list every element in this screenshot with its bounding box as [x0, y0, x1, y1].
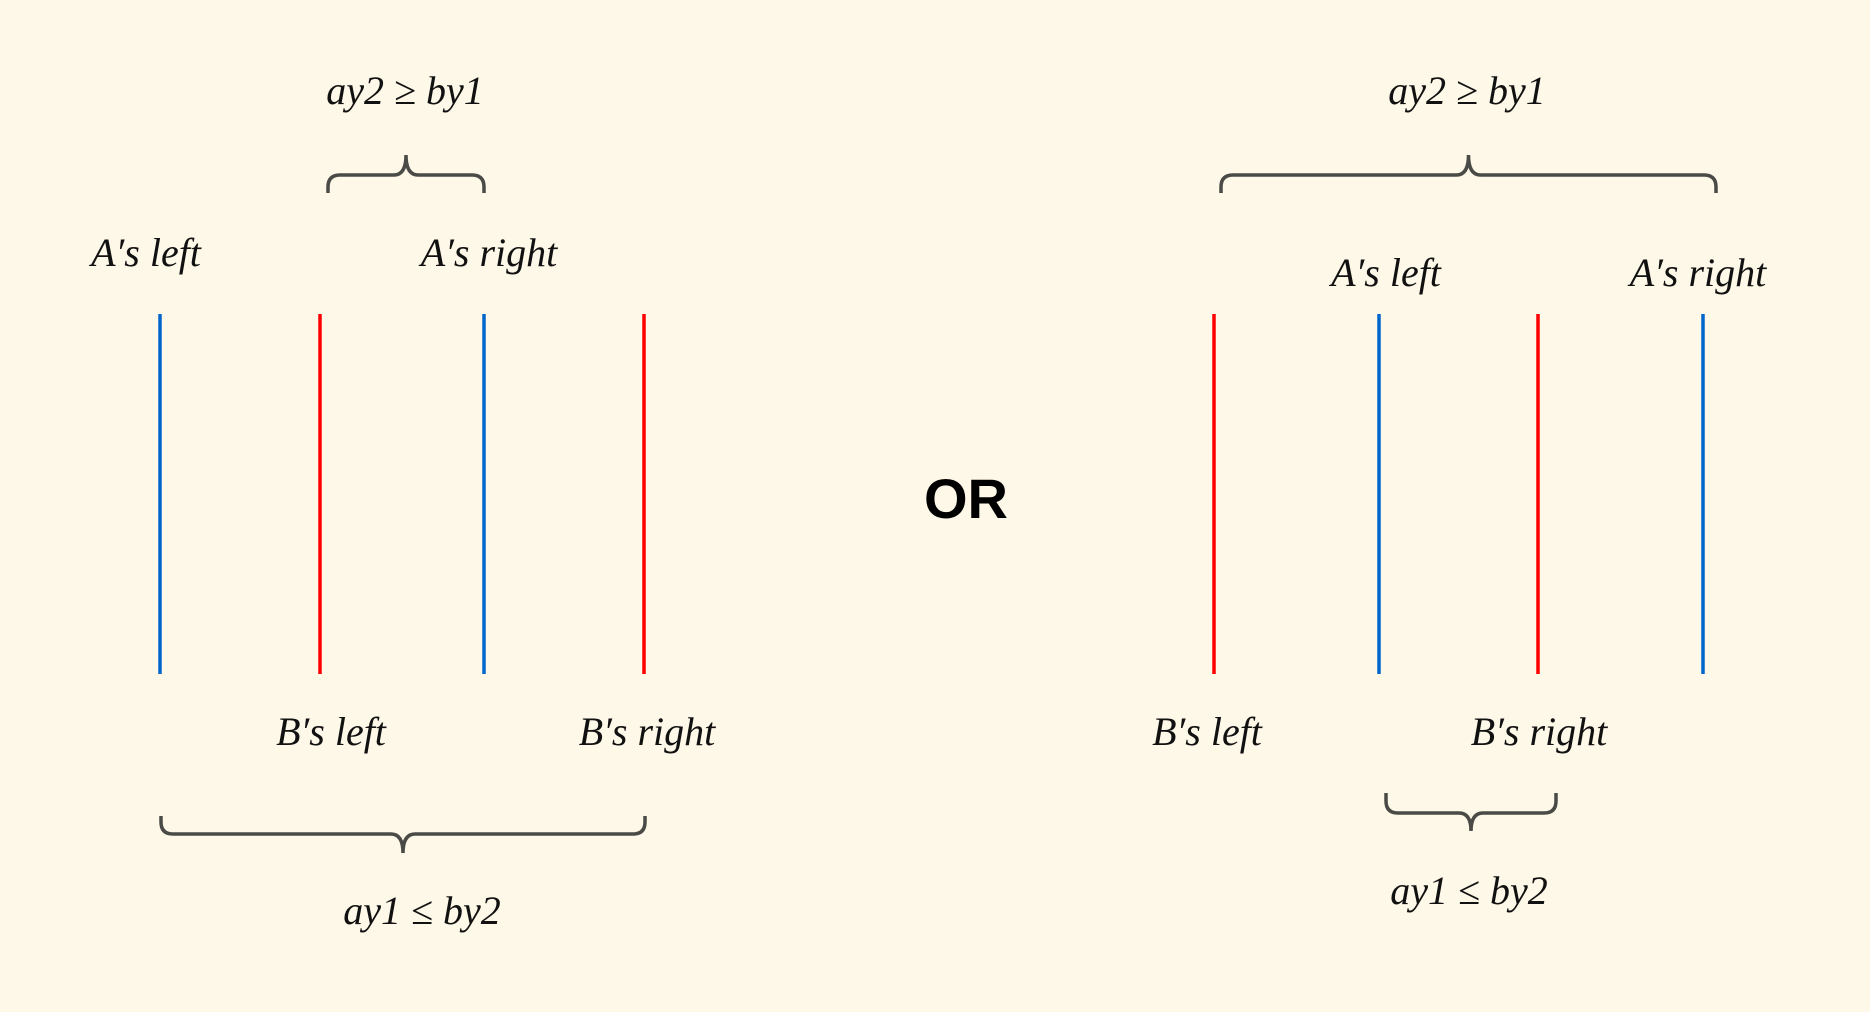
right-top-condition: ay2 ≥ by1: [1388, 68, 1545, 113]
right-b-right-label: B′s right: [1471, 709, 1608, 754]
left-case: ay2 ≥ by1 A′s left A′s right B′s left B′…: [88, 68, 716, 933]
left-bottom-brace: [159, 816, 647, 854]
right-case: ay2 ≥ by1 A′s left A′s right B′s left B′…: [1152, 68, 1767, 913]
right-a-right-label: A′s right: [1627, 250, 1767, 295]
left-top-condition: ay2 ≥ by1: [326, 68, 483, 113]
right-a-left-label: A′s left: [1328, 250, 1442, 295]
left-bottom-condition: ay1 ≤ by2: [343, 888, 500, 933]
right-bottom-brace: [1384, 793, 1558, 832]
left-b-left-label: B′s left: [276, 709, 387, 754]
right-b-left-label: B′s left: [1152, 709, 1263, 754]
or-separator: OR: [924, 467, 1008, 530]
left-top-brace: [326, 154, 486, 193]
right-top-brace: [1219, 154, 1718, 193]
left-a-left-label: A′s left: [88, 230, 202, 275]
left-b-right-label: B′s right: [579, 709, 716, 754]
left-a-right-label: A′s right: [418, 230, 558, 275]
right-bottom-condition: ay1 ≤ by2: [1390, 868, 1547, 913]
